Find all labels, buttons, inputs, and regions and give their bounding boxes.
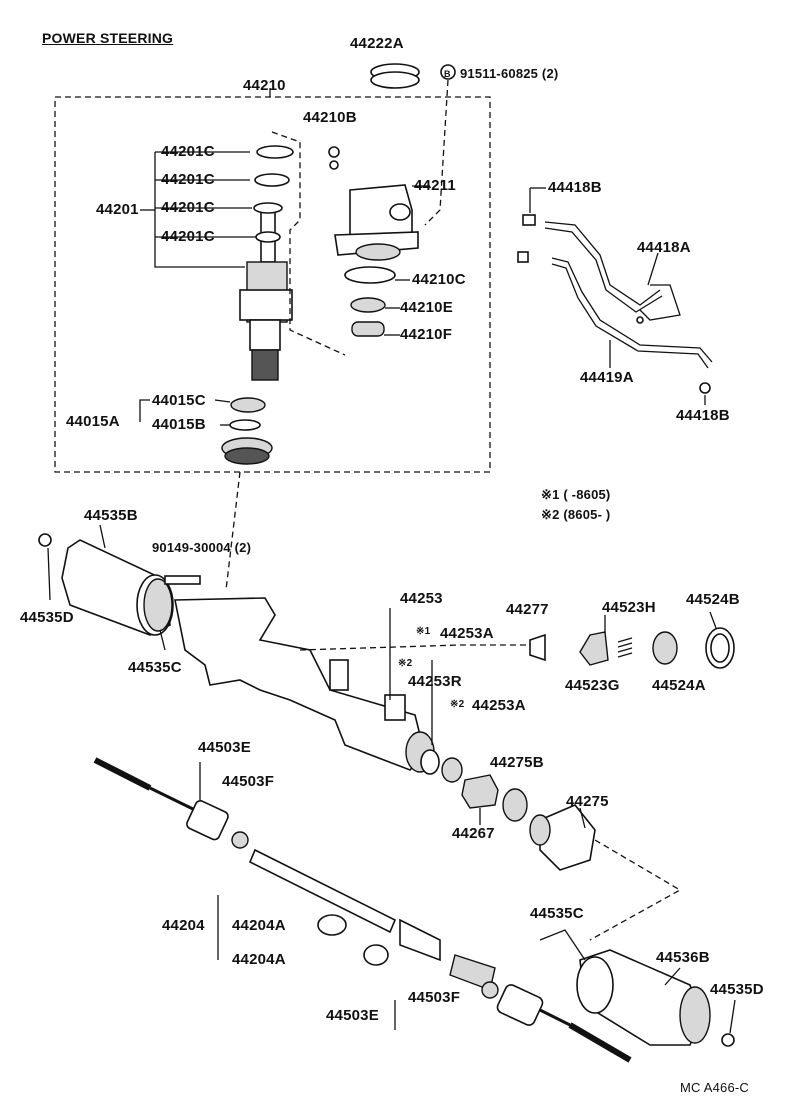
mark-2b: ※2 bbox=[450, 699, 465, 710]
label-44503E-top: 44503E bbox=[198, 739, 251, 756]
label-44204: 44204 bbox=[162, 917, 205, 934]
label-44222A: 44222A bbox=[350, 35, 404, 52]
label-44535B: 44535B bbox=[84, 507, 138, 524]
label-44201C-1: 44201C bbox=[161, 143, 215, 160]
label-44523G: 44523G bbox=[565, 677, 620, 694]
label-44503E-bottom: 44503E bbox=[326, 1007, 379, 1024]
label-44253A-2: 44253A bbox=[472, 697, 526, 714]
bolt-marker-letter: B bbox=[444, 69, 451, 79]
label-44015A: 44015A bbox=[66, 413, 120, 430]
label-44536B: 44536B bbox=[656, 949, 710, 966]
label-44015C: 44015C bbox=[152, 392, 206, 409]
boot-44535B bbox=[61, 539, 174, 636]
label-44210E: 44210E bbox=[400, 299, 453, 316]
label-44275: 44275 bbox=[566, 793, 609, 810]
diagram-title: POWER STEERING bbox=[42, 30, 174, 46]
label-44253A-1: 44253A bbox=[440, 625, 494, 642]
tie-rod-right bbox=[481, 981, 632, 1063]
tie-rod-left bbox=[93, 757, 249, 849]
label-44210F: 44210F bbox=[400, 326, 453, 343]
mark-1: ※1 bbox=[416, 626, 431, 637]
label-44015B: 44015B bbox=[152, 416, 206, 433]
label-44503F-bottom: 44503F bbox=[408, 989, 461, 1006]
label-44535D-right: 44535D bbox=[710, 981, 764, 998]
label-90149: 90149-30004 (2) bbox=[152, 540, 252, 555]
label-44535D-left: 44535D bbox=[20, 609, 74, 626]
housing-44211 bbox=[334, 184, 419, 261]
pipes-44419A-44418A bbox=[517, 214, 713, 394]
label-44419A: 44419A bbox=[580, 369, 634, 386]
label-44253R: 44253R bbox=[408, 673, 462, 690]
housing-cap-44275 bbox=[529, 804, 596, 871]
label-44201C-2: 44201C bbox=[161, 171, 215, 188]
label-44210: 44210 bbox=[243, 77, 286, 94]
label-44418B-bottom: 44418B bbox=[676, 407, 730, 424]
label-44267: 44267 bbox=[452, 825, 495, 842]
label-44418A: 44418A bbox=[637, 239, 691, 256]
label-44210B: 44210B bbox=[303, 109, 357, 126]
label-44524B: 44524B bbox=[686, 591, 740, 608]
label-44204A-2: 44204A bbox=[232, 951, 286, 968]
boot-44536B bbox=[576, 949, 711, 1046]
rack-bar-44204 bbox=[248, 848, 496, 991]
note-1: ※1 ( -8605) bbox=[541, 487, 611, 502]
label-44253: 44253 bbox=[400, 590, 443, 607]
label-44211: 44211 bbox=[414, 177, 456, 194]
mark-2a: ※2 bbox=[398, 658, 413, 669]
label-44201C-3: 44201C bbox=[161, 199, 215, 216]
ring-44222A bbox=[370, 63, 420, 89]
label-44277: 44277 bbox=[506, 601, 549, 618]
label-44201: 44201 bbox=[96, 201, 139, 218]
label-44418B-top: 44418B bbox=[548, 179, 602, 196]
bolt-marker-icon bbox=[440, 64, 456, 80]
label-44535C-left: 44535C bbox=[128, 659, 182, 676]
label-44201C-4: 44201C bbox=[161, 228, 215, 245]
footer-code: MC A466-C bbox=[680, 1080, 749, 1095]
label-44524A: 44524A bbox=[652, 677, 706, 694]
label-91511: 91511-60825 (2) bbox=[460, 66, 559, 81]
label-44210C: 44210C bbox=[412, 271, 466, 288]
label-44535C-right: 44535C bbox=[530, 905, 584, 922]
label-44275B: 44275B bbox=[490, 754, 544, 771]
rack-housing bbox=[174, 597, 435, 773]
label-44503F-top: 44503F bbox=[222, 773, 275, 790]
label-44523H: 44523H bbox=[602, 599, 656, 616]
label-44204A-1: 44204A bbox=[232, 917, 286, 934]
spring-44523H bbox=[617, 637, 633, 658]
assembly-box-44210 bbox=[54, 96, 491, 473]
note-2: ※2 (8605- ) bbox=[541, 507, 611, 522]
